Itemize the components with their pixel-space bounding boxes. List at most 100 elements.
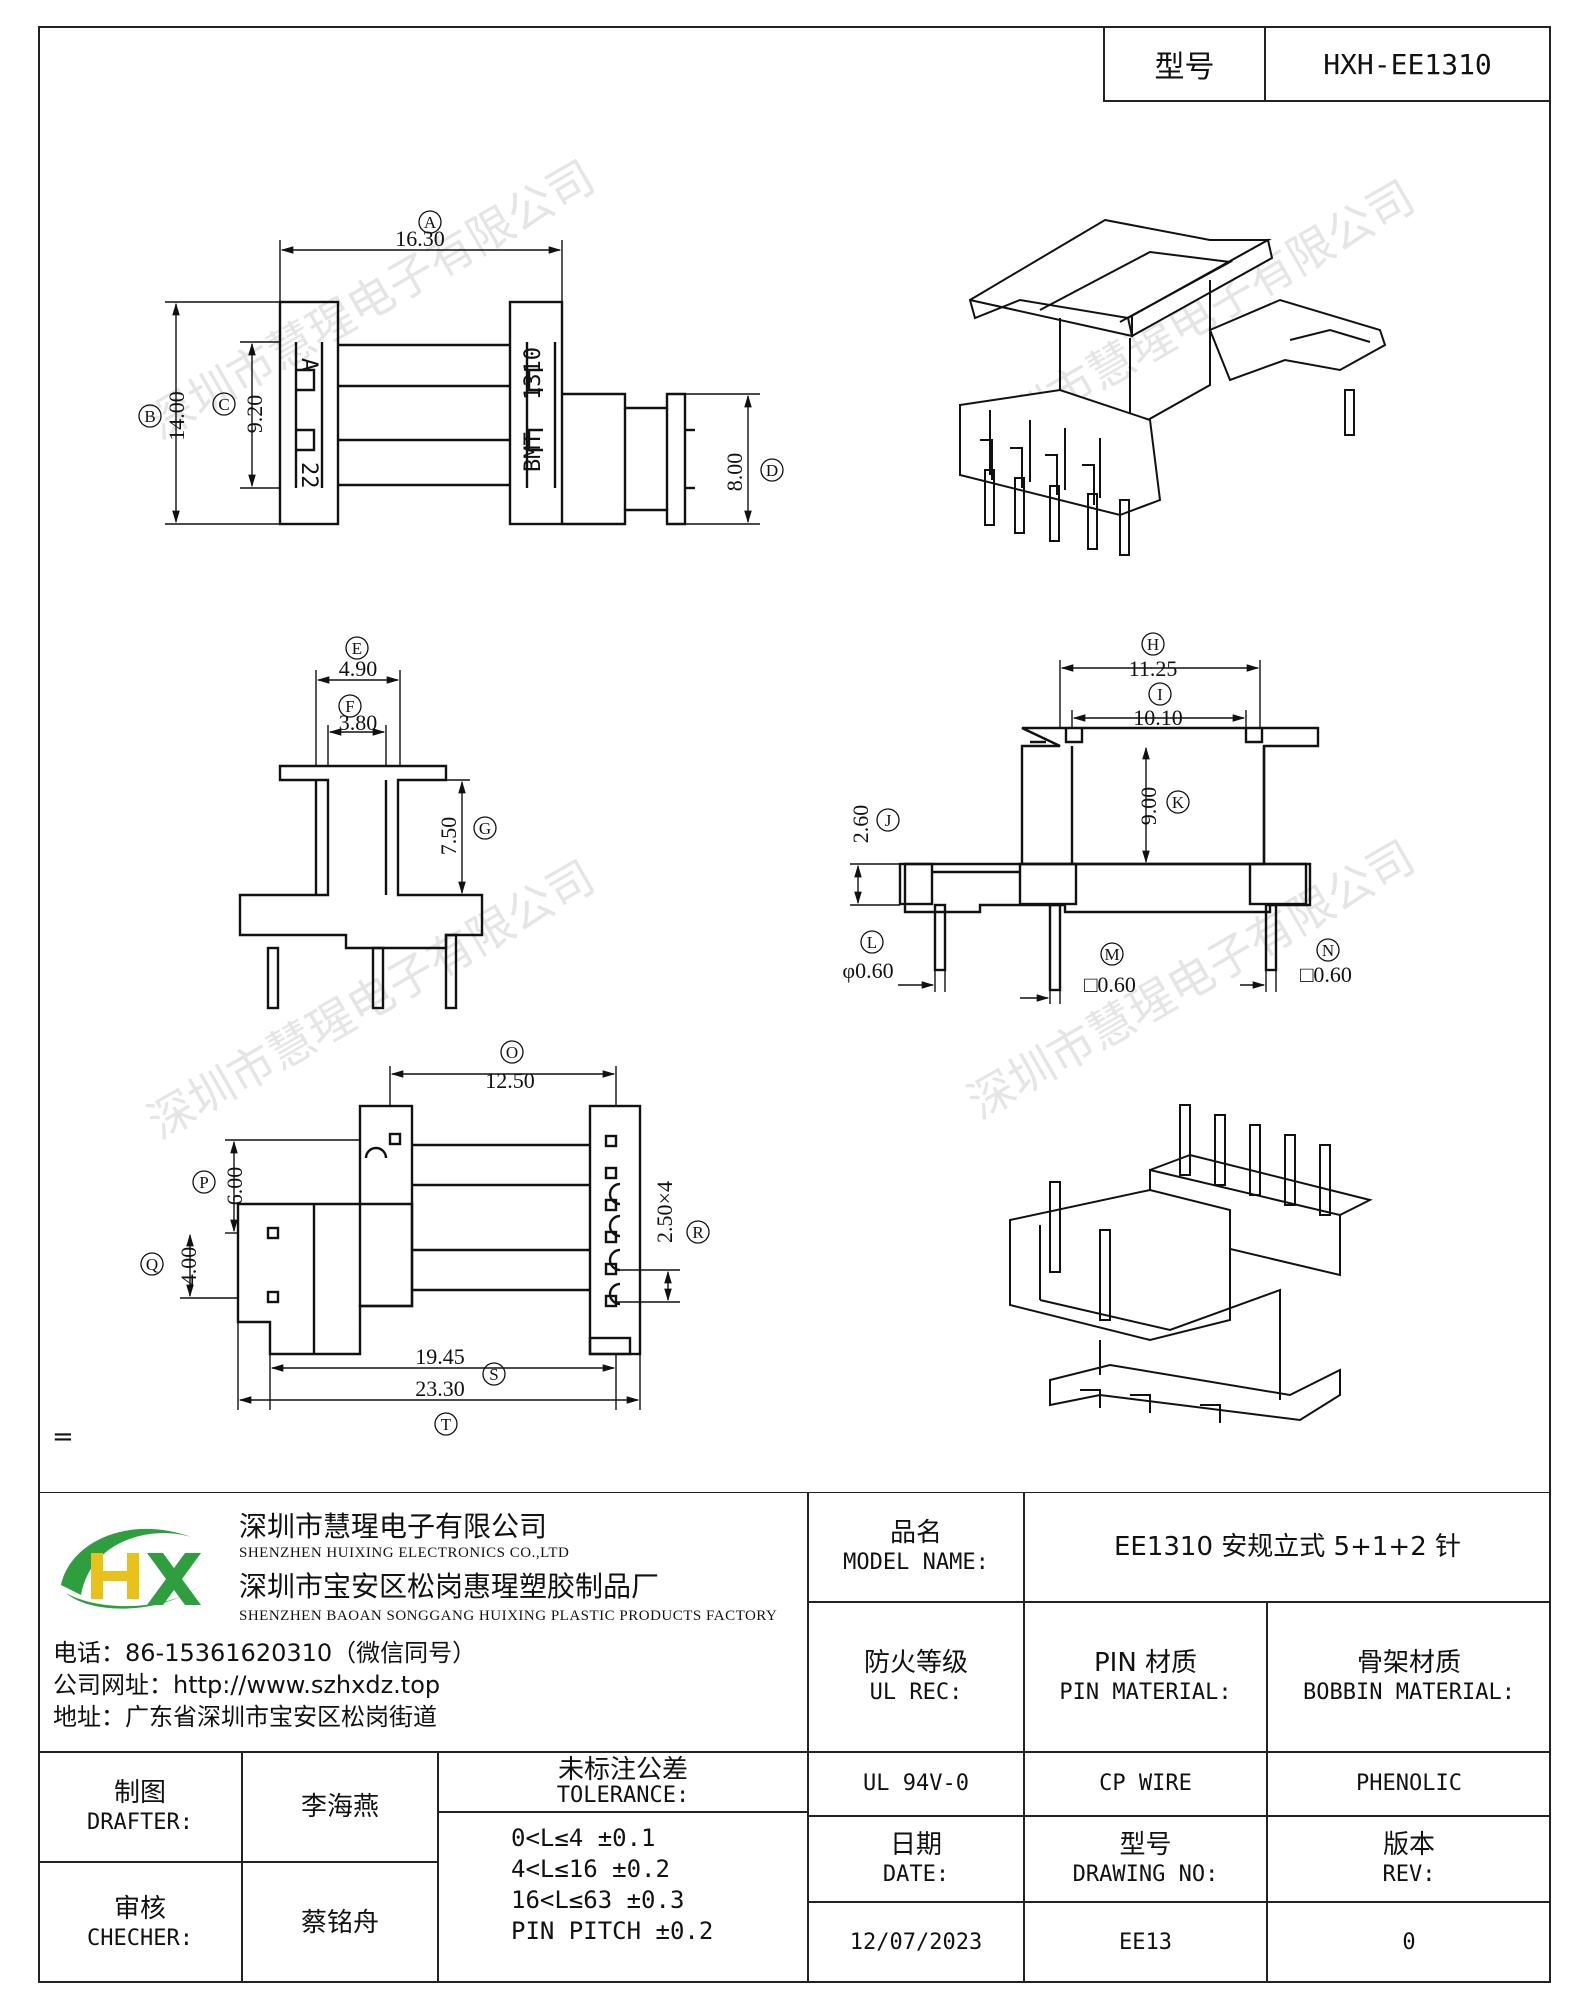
dim-label-T: T: [441, 1415, 452, 1434]
dim-label-N: N: [1322, 941, 1334, 960]
dim-L: φ0.60: [842, 958, 893, 983]
dim-A: 16.30: [395, 226, 445, 251]
tolerance-table: 0<L≤4 ±0.1 4<L≤16 ±0.2 16<L≤63 ±0.3 PIN …: [438, 1812, 808, 1983]
rev-value: 0: [1402, 1929, 1416, 1955]
drawing-no-en: DRAWING NO:: [1072, 1862, 1219, 1887]
dim-C: 9.20: [242, 395, 267, 434]
tolerance-label: 未标注公差 TOLERANCE:: [438, 1752, 808, 1812]
model-name-en: MODEL NAME:: [843, 1550, 989, 1575]
company-info: HX 深圳市慧瑆电子有限公司 SHENZHEN HUIXING ELECTRON…: [38, 1492, 808, 1752]
bobbin-value-cell: PHENOLIC: [1267, 1752, 1551, 1816]
dim-M: □0.60: [1084, 972, 1136, 997]
tolerance-row: 0<L≤4 ±0.1: [511, 1824, 656, 1852]
dim-label-D: D: [766, 461, 778, 480]
dim-Q: 4.00: [176, 1247, 201, 1286]
drafter-cn: 制图: [113, 1778, 166, 1808]
bobbin-cn: 骨架材质: [1356, 1648, 1461, 1678]
dim-T: 23.30: [415, 1376, 465, 1401]
company-address: 地址：广东省深圳市宝安区松岗街道: [53, 1703, 437, 1731]
date-cn: 日期: [889, 1830, 942, 1860]
bobbin-value: PHENOLIC: [1356, 1771, 1462, 1796]
dim-I: 10.10: [1133, 705, 1183, 730]
rev-label: 版本 REV:: [1267, 1816, 1551, 1902]
dim-K: 9.00: [1136, 787, 1161, 826]
drawing-no-cn: 型号: [1119, 1830, 1172, 1860]
front-view-dims: [850, 660, 1277, 1004]
watermark-1: 深圳市慧瑆电子有限公司: [139, 150, 604, 450]
dim-label-Q: Q: [146, 1255, 158, 1274]
title-block: HX 深圳市慧瑆电子有限公司 SHENZHEN HUIXING ELECTRON…: [38, 1492, 1551, 1983]
drafter-en: DRAFTER:: [87, 1810, 193, 1835]
dim-label-S: S: [489, 1365, 498, 1384]
marking-a: A: [296, 358, 321, 371]
checker-cn: 审核: [113, 1893, 166, 1924]
pin-value-cell: CP WIRE: [1024, 1752, 1267, 1816]
dim-J: 2.60: [848, 805, 873, 844]
bobbin-en: BOBBIN MATERIAL:: [1303, 1680, 1515, 1705]
dim-label-B: B: [144, 407, 155, 426]
marking-22: 22: [296, 462, 321, 489]
drawing-no-value: EE13: [1119, 1929, 1172, 1955]
checker-name: 蔡铭舟: [300, 1907, 379, 1938]
marking-brand: BMT: [521, 432, 546, 472]
dim-label-I: I: [1157, 685, 1163, 704]
dim-label-A: A: [424, 213, 437, 232]
technical-drawing: 深圳市慧瑆电子有限公司 深圳市慧瑆电子有限公司 深圳市慧瑆电子有限公司 深圳市慧…: [138, 150, 1424, 1436]
dim-label-O: O: [506, 1043, 518, 1062]
rev-en: REV:: [1382, 1862, 1436, 1887]
ul-en: UL REC:: [869, 1680, 963, 1705]
dim-G: 7.50: [436, 817, 461, 856]
model-name-label: 品名 MODEL NAME:: [808, 1492, 1024, 1602]
dim-label-H: H: [1147, 635, 1159, 654]
company-name-cn: 深圳市慧瑆电子有限公司: [239, 1510, 548, 1543]
tolerance-row: 16<L≤63 ±0.3: [511, 1886, 685, 1914]
dim-label-J: J: [885, 811, 892, 830]
factory-name-en: SHENZHEN BAOAN SONGGANG HUIXING PLASTIC …: [239, 1608, 778, 1624]
pin-en: PIN MATERIAL:: [1059, 1680, 1232, 1705]
pin-cn: PIN 材质: [1093, 1648, 1198, 1678]
dim-label-E: E: [352, 639, 362, 658]
date-label: 日期 DATE:: [808, 1816, 1024, 1902]
model-number-box: 型号 HXH-EE1310: [1103, 26, 1551, 102]
dim-label-C: C: [218, 395, 229, 414]
side-view: [238, 764, 484, 1010]
company-name-en: SHENZHEN HUIXING ELECTRONICS CO.,LTD: [239, 1545, 570, 1561]
isometric-view-top: [959, 218, 1387, 556]
drafter-name-cell: 李海燕: [242, 1752, 438, 1862]
pin-label: PIN 材质 PIN MATERIAL:: [1024, 1602, 1267, 1752]
tolerance-en: TOLERANCE:: [556, 1783, 690, 1808]
drafter-name: 李海燕: [300, 1792, 379, 1822]
model-name-cn: 品名: [889, 1518, 942, 1548]
checker-label: 审核 CHECHER:: [38, 1862, 242, 1983]
date-value: 12/07/2023: [849, 1929, 983, 1955]
bottom-view-dims: [180, 1066, 680, 1410]
dim-label-L: L: [867, 933, 877, 952]
dim-N: □0.60: [1300, 962, 1352, 987]
dim-H: 11.25: [1129, 656, 1178, 681]
drafter-label: 制图 DRAFTER:: [38, 1752, 242, 1862]
checker-en: CHECHER:: [87, 1925, 193, 1951]
company-website: 公司网址：http://www.szhxdz.top: [53, 1671, 441, 1699]
pin-value: CP WIRE: [1099, 1771, 1192, 1796]
top-view: [278, 300, 695, 526]
company-phone: 电话：86-15361620310（微信同号）: [53, 1639, 477, 1667]
ul-cn: 防火等级: [863, 1648, 968, 1678]
dim-label-F: F: [345, 697, 354, 716]
model-label: 型号: [1105, 28, 1266, 100]
checker-name-cell: 蔡铭舟: [242, 1862, 438, 1983]
front-view: [898, 726, 1320, 992]
watermark-3: 深圳市慧瑆电子有限公司: [139, 850, 604, 1150]
dim-D: 8.00: [722, 453, 747, 492]
date-value-cell: 12/07/2023: [808, 1902, 1024, 1983]
bottom-view: [236, 1104, 642, 1356]
model-value: HXH-EE1310: [1323, 47, 1492, 81]
tolerance-row: PIN PITCH ±0.2: [511, 1917, 714, 1945]
rev-cn: 版本: [1382, 1830, 1435, 1860]
model-name-value-cell: EE1310 安规立式 5+1+2 针: [1024, 1492, 1551, 1602]
dim-F: 3.80: [339, 710, 378, 735]
tolerance-row: 4<L≤16 ±0.2: [511, 1855, 670, 1883]
watermark-4: 深圳市慧瑆电子有限公司: [959, 830, 1424, 1130]
dim-label-R: R: [692, 1223, 704, 1242]
marking-code: 1310: [521, 347, 546, 400]
dim-B: 14.00: [164, 391, 189, 441]
